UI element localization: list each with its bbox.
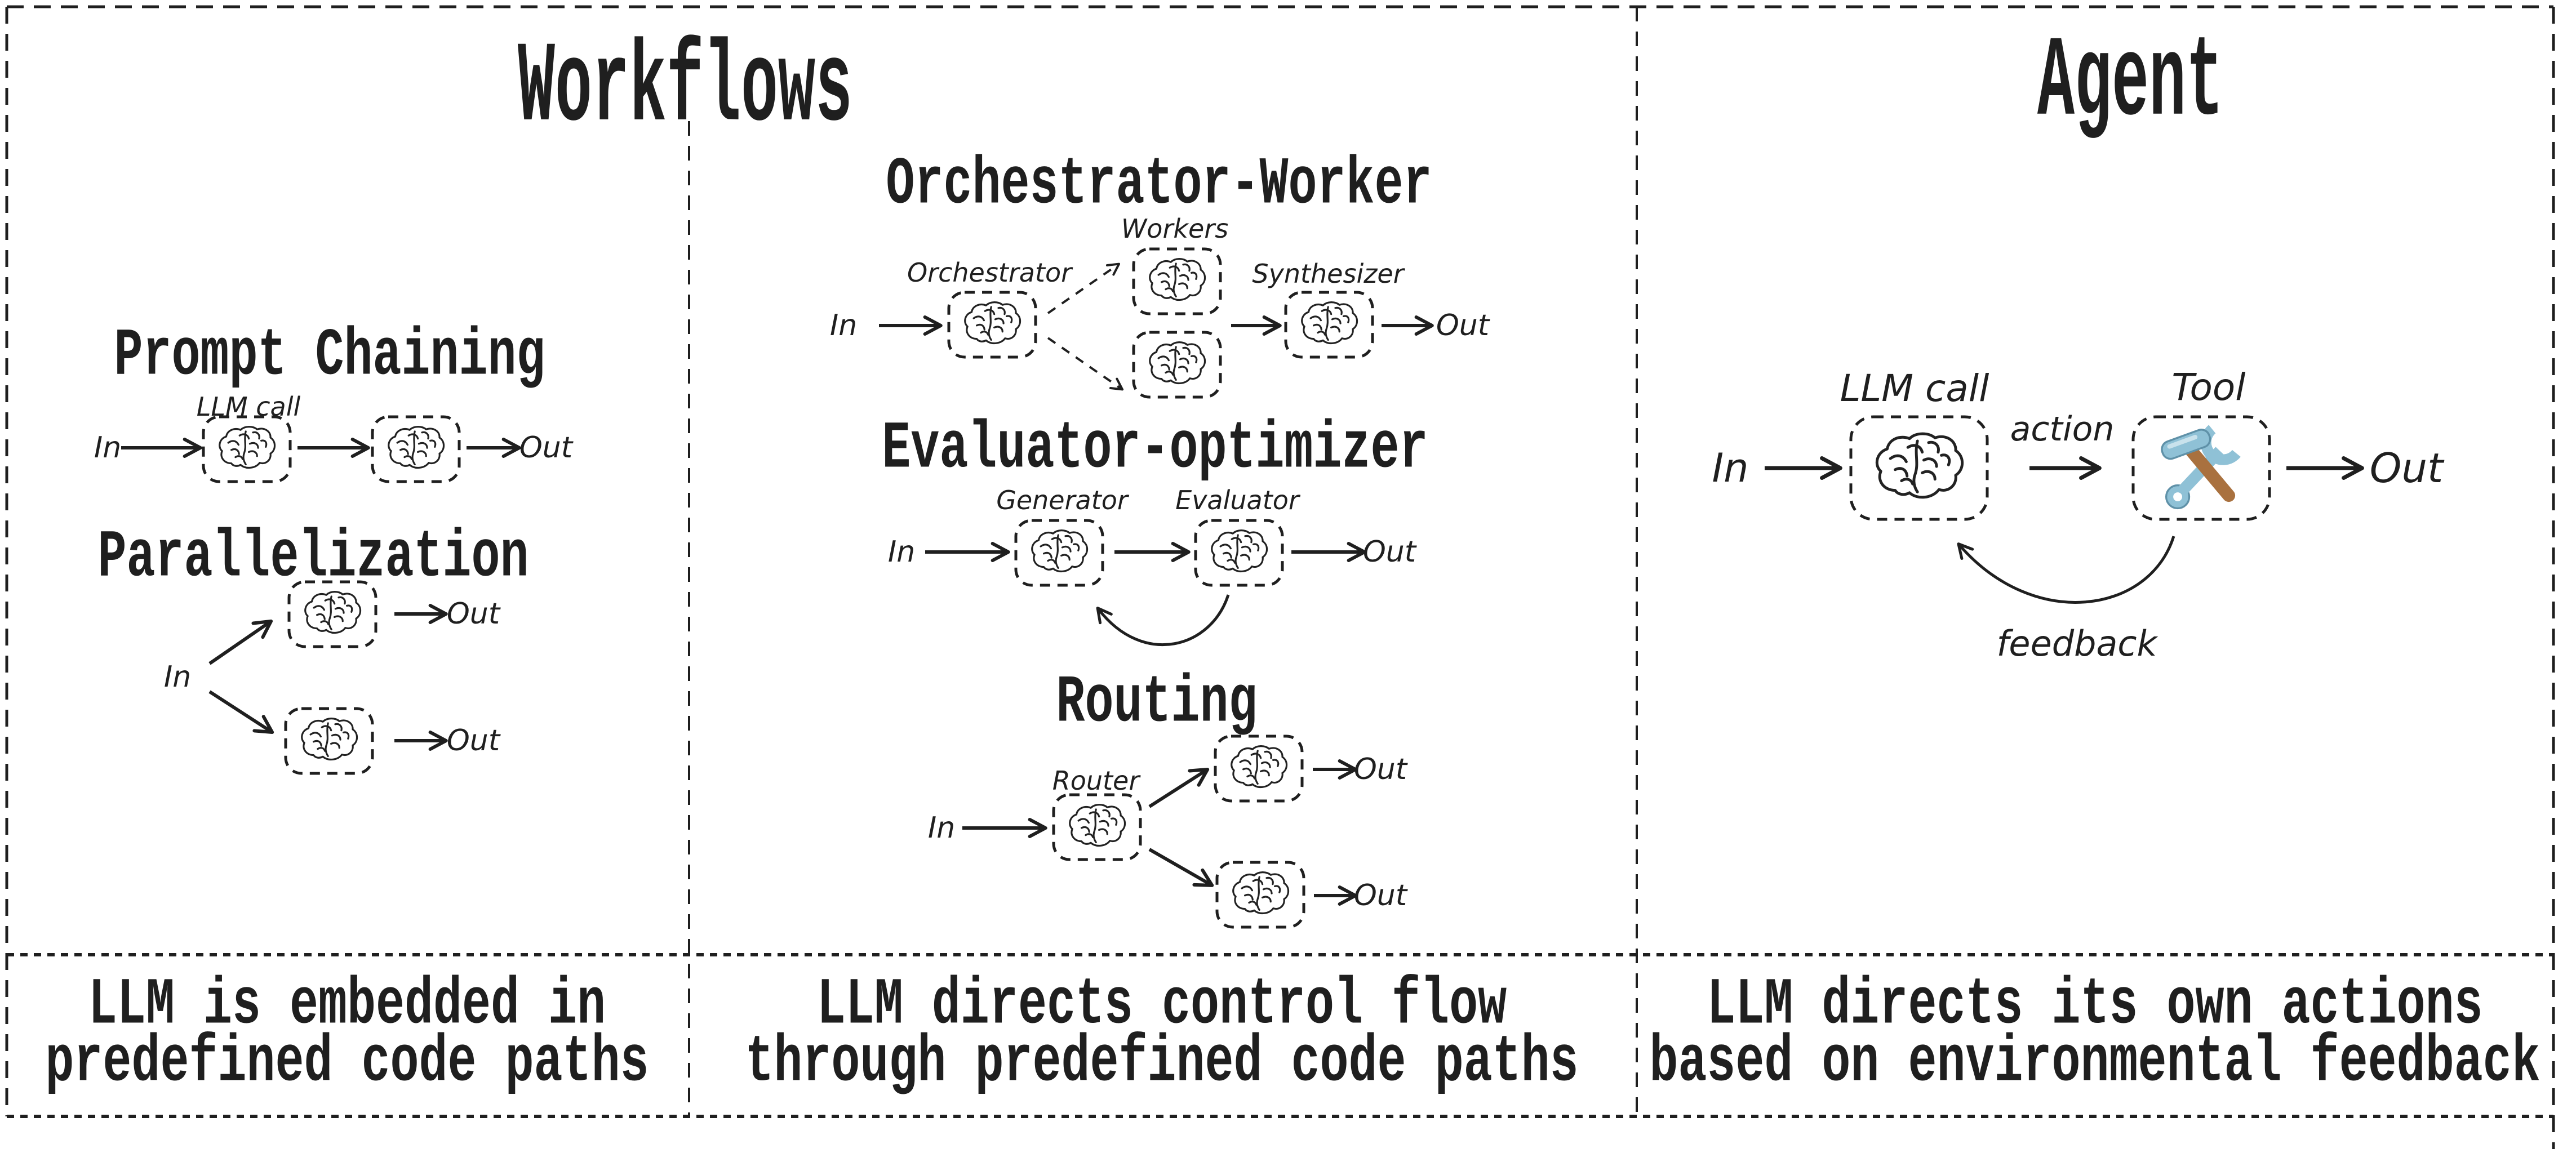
ow-orchestrator-label: Orchestrator xyxy=(907,257,1072,288)
pc-in-label: In xyxy=(94,431,122,465)
parallelization-llm-box-top xyxy=(287,580,377,648)
agent-llm-call-label: LLM call xyxy=(1840,367,1989,410)
route-target-box-top xyxy=(1214,734,1304,803)
brain-icon xyxy=(301,718,358,761)
worker-box-bottom xyxy=(1132,331,1222,399)
par-out-bottom-label: Out xyxy=(446,724,500,758)
flow-arrows xyxy=(121,315,1434,906)
hammer-wrench-icon xyxy=(2160,428,2237,509)
parallelization-heading: Parallelization xyxy=(97,519,529,596)
parallelization-llm-box-bottom xyxy=(284,707,374,775)
route-target-box-bottom xyxy=(1215,861,1305,929)
ow-synthesizer-label: Synthesizer xyxy=(1252,259,1404,289)
workflows-middle-caption: LLM directs control flow through predefi… xyxy=(745,967,1579,1101)
brain-icon xyxy=(304,591,362,634)
agent-out-label: Out xyxy=(2369,444,2444,492)
brain-icon xyxy=(1031,529,1089,573)
arrow-par-fan-bottom xyxy=(208,690,274,734)
eo-out-label: Out xyxy=(1362,535,1416,569)
workflows-title: Workflows xyxy=(517,24,853,155)
evaluator-box xyxy=(1194,519,1284,587)
eo-evaluator-label: Evaluator xyxy=(1175,485,1299,515)
arrow-agent-feedback xyxy=(1957,536,2175,604)
pc-llm-call-label: LLM call xyxy=(196,391,301,422)
agent-action-label: action xyxy=(2010,409,2115,449)
brain-icon xyxy=(1211,529,1268,573)
brain-icon xyxy=(1149,258,1206,301)
caption-line: based on environmental feedback xyxy=(1649,1025,2541,1101)
brain-icon xyxy=(1301,301,1358,345)
agent-in-label: In xyxy=(1712,445,1749,491)
generator-box xyxy=(1014,519,1104,587)
arrow-rt-fan-bottom xyxy=(1148,848,1214,887)
evaluator-optimizer-heading: Evaluator-optimizer xyxy=(882,411,1428,487)
eo-generator-label: Generator xyxy=(996,485,1128,515)
brain-icon xyxy=(1149,341,1206,385)
agent-tool-label: Tool xyxy=(2171,366,2246,409)
feedback-arrows xyxy=(1096,536,2175,647)
ow-in-label: In xyxy=(829,309,858,342)
prompt-chaining-heading: Prompt Chaining xyxy=(114,318,545,394)
rt-router-label: Router xyxy=(1052,765,1140,796)
brain-icon xyxy=(1232,871,1290,915)
orchestrator-worker-heading: Orchestrator-Worker xyxy=(886,146,1432,223)
par-out-top-label: Out xyxy=(446,597,500,631)
brain-icon xyxy=(219,426,276,469)
rt-out-bottom-label: Out xyxy=(1353,879,1407,912)
pc-out-label: Out xyxy=(519,431,573,465)
arrow-ow-dispatch-top xyxy=(1047,262,1121,314)
orchestrator-box xyxy=(947,291,1037,359)
synthesizer-box xyxy=(1284,291,1374,359)
par-in-label: In xyxy=(163,660,192,694)
brain-icon xyxy=(1069,804,1126,847)
node-boxes xyxy=(202,247,2271,929)
caption-line: LLM directs its own actions xyxy=(1707,967,2483,1043)
arrow-par-fan-top xyxy=(208,619,273,665)
rt-in-label: In xyxy=(927,811,956,845)
agent-caption: LLM directs its own actions based on env… xyxy=(1649,967,2541,1101)
arrow-rt-fan-top xyxy=(1148,767,1210,808)
brain-icon xyxy=(1231,745,1288,789)
caption-line: through predefined code paths xyxy=(745,1025,1579,1101)
arrow-eo-feedback xyxy=(1096,594,1230,647)
caption-line: predefined code paths xyxy=(45,1025,649,1101)
prompt-chaining-llm-box-2 xyxy=(371,415,461,483)
ow-workers-label: Workers xyxy=(1121,213,1229,244)
rt-out-top-label: Out xyxy=(1353,753,1407,786)
caption-line: LLM directs control flow xyxy=(816,967,1507,1043)
agent-title: Agent xyxy=(2037,19,2224,149)
brain-icon xyxy=(1877,434,1962,497)
panel-borders xyxy=(5,5,2555,1149)
orchestrator-dispatch-arrows xyxy=(1047,262,1124,391)
agent-feedback-label: feedback xyxy=(1996,623,2157,664)
workflows-left-caption: LLM is embedded in predefined code paths xyxy=(45,967,649,1101)
routing-heading: Routing xyxy=(1056,665,1258,741)
brain-icon xyxy=(388,426,445,469)
worker-box-top xyxy=(1132,247,1222,315)
brain-icon xyxy=(964,301,1021,345)
arrow-ow-dispatch-bottom xyxy=(1047,337,1124,391)
prompt-chaining-llm-box-1 xyxy=(202,415,292,483)
agent-tool-box xyxy=(2131,415,2271,521)
agent-llm-box xyxy=(1849,415,1989,521)
ow-out-label: Out xyxy=(1436,309,1490,342)
caption-line: LLM is embedded in xyxy=(88,967,606,1043)
eo-in-label: In xyxy=(887,535,916,569)
router-box xyxy=(1052,793,1142,861)
